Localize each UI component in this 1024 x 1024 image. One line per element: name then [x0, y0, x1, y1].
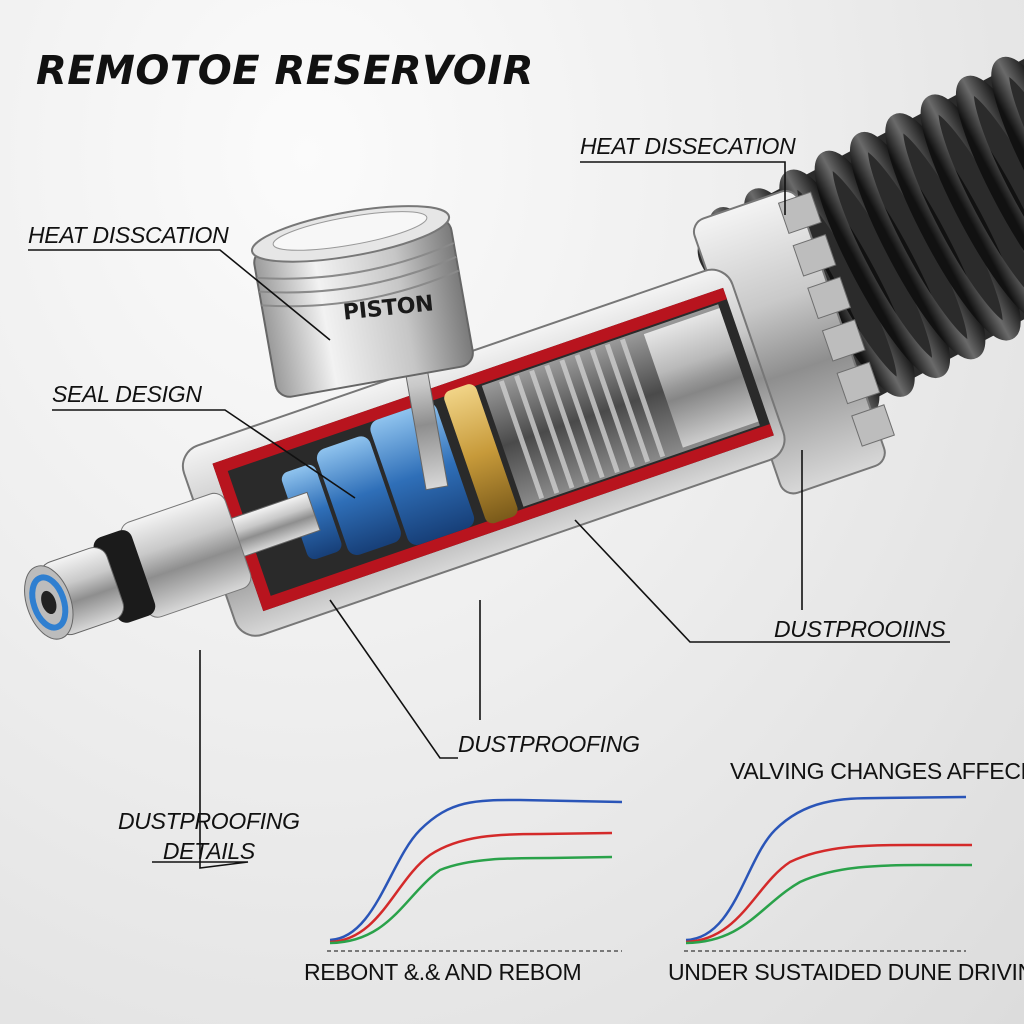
- label-dustproofing-details: DUSTPROOFING DETAILS: [118, 806, 300, 866]
- chart-right-title: VALVING CHANGES AFFECE: [730, 758, 1024, 784]
- label-dustproofing-center: DUSTPROOFING: [458, 731, 640, 757]
- curve-chart-right: [684, 795, 972, 952]
- piston-reservoir: [250, 205, 474, 491]
- chart-right-red-curve: [685, 843, 972, 944]
- damper-body: [24, 189, 895, 640]
- label-heat-dissipation-right: HEAT DISSECATION: [580, 133, 796, 159]
- chart-left-red-curve: [329, 831, 613, 944]
- chart-left-blue-curve: [329, 798, 623, 942]
- leader-lines: [28, 161, 950, 869]
- page-title: REMOTOE RESERVOIR: [36, 48, 534, 94]
- chart-right-caption: UNDER SUSTAIDED DUNE DRIVING: [668, 959, 1024, 985]
- label-dustproofing-details-line1: DUSTPROOFING: [118, 808, 300, 834]
- chart-left-green-curve: [329, 855, 613, 945]
- chart-right-blue-curve: [685, 795, 967, 942]
- label-dustproofing-right: DUSTPROOIINS: [774, 616, 946, 642]
- chart-right-green-curve: [685, 863, 972, 945]
- label-heat-dissipation-left: HEAT DISSCATION: [28, 222, 229, 248]
- curve-chart-left: [327, 798, 623, 952]
- label-seal-design: SEAL DESIGN: [52, 381, 202, 407]
- chart-left-caption: REBONT &.& AND REBOM: [304, 959, 582, 985]
- label-dustproofing-details-line2: DETAILS: [162, 838, 255, 864]
